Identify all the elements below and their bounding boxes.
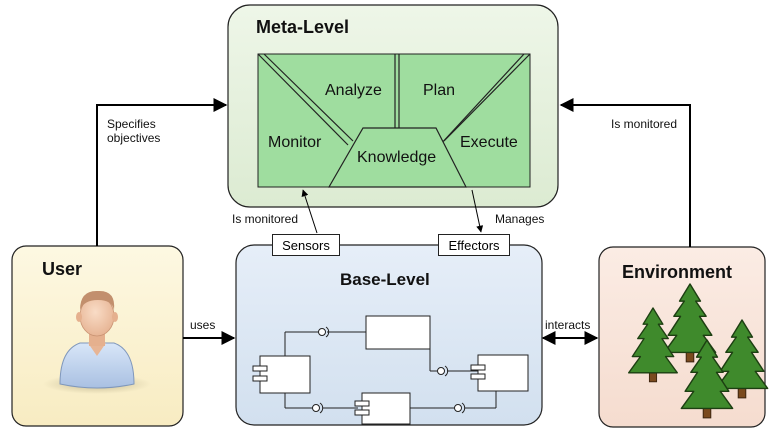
env-is-monitored-label: Is monitored bbox=[611, 117, 678, 131]
user-avatar-icon bbox=[43, 290, 151, 394]
analyze-label: Analyze bbox=[325, 82, 382, 99]
env-monitored-arrow bbox=[559, 98, 691, 247]
knowledge-label: Knowledge bbox=[357, 149, 437, 166]
interacts-label: interacts bbox=[545, 318, 591, 332]
specifies-objectives-label: Specifies objectives bbox=[107, 117, 161, 145]
user-title: User bbox=[42, 259, 83, 279]
sensors-box: Sensors bbox=[272, 234, 340, 256]
base-level-title: Base-Level bbox=[340, 270, 430, 289]
knowledge-trapezoid bbox=[327, 127, 467, 188]
user-specifies-arrow bbox=[96, 98, 228, 246]
monitor-label: Monitor bbox=[268, 134, 322, 151]
component-diagram bbox=[252, 315, 529, 425]
plan-label: Plan bbox=[423, 82, 456, 99]
connectors bbox=[96, 98, 691, 345]
meta-base-links bbox=[301, 189, 484, 234]
execute-label: Execute bbox=[460, 134, 518, 151]
sensors-arrow bbox=[301, 189, 318, 234]
base-is-monitored-label: Is monitored bbox=[232, 212, 299, 226]
meta-level-title: Meta-Level bbox=[256, 17, 350, 37]
environment-title: Environment bbox=[622, 262, 733, 282]
uses-label: uses bbox=[190, 318, 216, 332]
manages-label: Manages bbox=[495, 212, 545, 226]
manages-arrow bbox=[471, 189, 484, 233]
effectors-box: Effectors bbox=[438, 234, 510, 256]
mape-k-dividers bbox=[257, 53, 531, 147]
